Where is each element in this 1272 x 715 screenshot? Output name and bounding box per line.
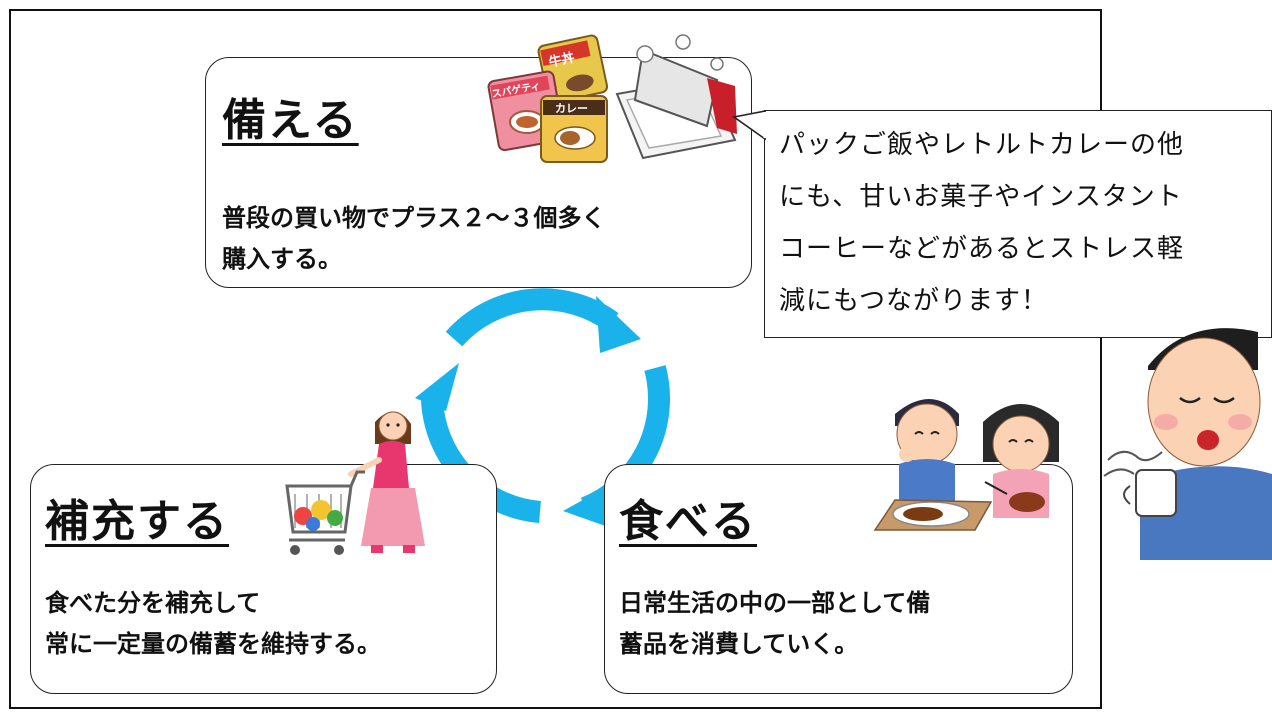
card-prepare-line-2: 購入する。 <box>222 245 342 273</box>
shopping-cart-woman-illustration <box>285 411 425 555</box>
curry-plate-icon <box>873 499 993 531</box>
cycle-arrowhead-top <box>596 296 641 353</box>
steam-icon <box>636 34 724 71</box>
tip-text: パックご飯やレトルトカレーの他 にも、甘いお菓子やインスタント コーヒーなどがあ… <box>779 119 1184 327</box>
cycle-arrow-top <box>445 288 619 347</box>
speech-bubble-tail <box>732 110 767 141</box>
card-replenish-title: 補充する <box>45 496 229 547</box>
gyudon-label: 牛丼 <box>547 50 576 71</box>
card-eat-title: 食べる <box>619 496 757 547</box>
card-eat-body: 日常生活の中の一部として備 蓄品を消費していく。 <box>619 583 930 665</box>
tip-line-3: コーヒーなどがあるとストレス軽 <box>779 234 1185 264</box>
tip-speech-bubble: パックご飯やレトルトカレーの他 にも、甘いお菓子やインスタント コーヒーなどがあ… <box>764 110 1272 338</box>
coffee-mug-icon <box>1123 469 1177 517</box>
cycle-arrowhead-left <box>415 363 459 411</box>
curry-label: カレー <box>555 102 588 115</box>
cycle-arrowhead-right <box>563 486 611 528</box>
tip-line-2: にも、甘いお菓子やインスタント <box>779 182 1183 212</box>
card-prepare-line-1: 普段の買い物でプラス２〜３個多く <box>222 204 606 232</box>
tip-line-4: 減にもつながります！ <box>779 286 1048 316</box>
girl-eating-figure <box>983 404 1059 518</box>
tip-line-1: パックご飯やレトルトカレーの他 <box>779 130 1185 160</box>
card-replenish-line-1: 食べた分を補充して <box>45 589 261 617</box>
card-prepare-body: 普段の買い物でプラス２〜３個多く 購入する。 <box>222 198 606 280</box>
pack-rice-icon <box>615 48 737 160</box>
man-figure <box>1140 328 1272 560</box>
card-replenish: 補充する 食べた分を補充して 常に一定量の備蓄を維持する。 <box>30 464 497 694</box>
curry-package-icon: カレー <box>540 95 608 163</box>
eating-children-illustration <box>873 399 1059 531</box>
card-prepare-title: 備える <box>222 95 359 146</box>
card-replenish-body: 食べた分を補充して 常に一定量の備蓄を維持する。 <box>45 583 381 665</box>
card-replenish-line-2: 常に一定量の備蓄を維持する。 <box>45 630 381 658</box>
card-eat-line-1: 日常生活の中の一部として備 <box>619 589 931 617</box>
woman-figure <box>348 411 425 553</box>
shopping-cart-icon <box>285 470 365 555</box>
man-drinking-coffee-illustration <box>1103 328 1272 560</box>
retort-food-illustration: 牛丼 スパゲティ カレー <box>487 34 737 163</box>
card-eat-line-2: 蓄品を消費していく。 <box>619 630 859 658</box>
boy-eating-figure <box>895 399 959 504</box>
steam-swirl-icon <box>1103 450 1163 477</box>
